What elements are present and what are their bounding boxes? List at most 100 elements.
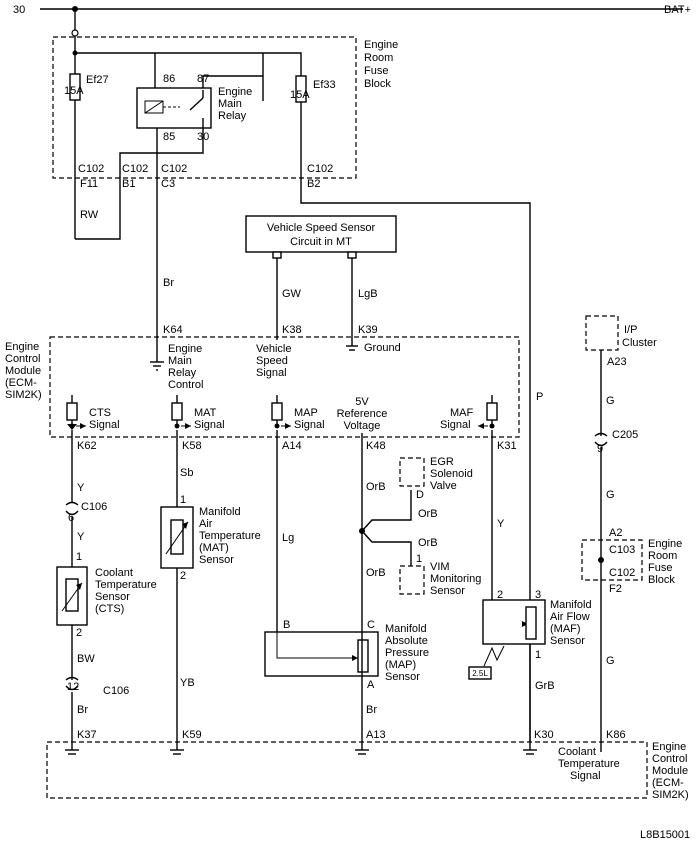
cts-pin-2: 2 [76, 627, 82, 639]
relay-control-label: Main [168, 355, 192, 367]
fuse-block2-c102: C102 [609, 567, 635, 579]
pin-k31: K31 [497, 440, 517, 452]
engine-main-relay: 86 87 85 30 Engine Main Relay [75, 73, 263, 356]
fuse-block-label: Block [364, 78, 391, 90]
c102-pin-c3: C3 [161, 178, 175, 190]
vss-signal-label: Signal [256, 367, 287, 379]
vss-signal-label: Vehicle [256, 343, 291, 355]
cts-signal-label: Signal [89, 419, 120, 431]
relay-label: Relay [218, 110, 247, 122]
c106-label: C106 [103, 685, 129, 697]
ecm-bottom-label: Engine [652, 741, 686, 753]
pin-k37: K37 [77, 729, 97, 741]
ecm-bottom-label: Module [652, 765, 688, 777]
mat-pin-2: 2 [180, 570, 186, 582]
engine-room-fuse-block-top: Engine Room Fuse Block [52, 36, 398, 179]
reference-voltage-branch: OrB OrB OrB OrB D EGR Solenoid Valve 1 V… [359, 433, 481, 742]
ecm-top-module: Engine Control Module (ECM- SIM2K) K64 K… [5, 324, 520, 452]
relay-label: Engine [218, 86, 252, 98]
relay-control-label: Relay [168, 367, 197, 379]
cts-label: Temperature [95, 579, 157, 591]
c205-pin: 9 [597, 443, 603, 455]
vim-label: Sensor [430, 585, 465, 597]
fuse-block2-pin-f2: F2 [609, 583, 622, 595]
map-label: Sensor [385, 671, 420, 683]
vim-pin-1: 1 [416, 553, 422, 565]
cluster-label: Cluster [622, 337, 657, 349]
wire-sb-label: Sb [180, 467, 193, 479]
wire-br-label: Br [163, 277, 174, 289]
ecm-bottom-label: (ECM- [652, 777, 684, 789]
egr-label: Valve [430, 480, 457, 492]
wire-y-label: Y [77, 531, 85, 543]
maf-label: Manifold [550, 599, 592, 611]
wire-g-label: G [606, 395, 615, 407]
c102-label: C102 [307, 163, 333, 175]
pin-k39: K39 [358, 324, 378, 336]
map-label: Absolute [385, 635, 428, 647]
pin-k59: K59 [182, 729, 202, 741]
map-signal-label: MAP [294, 407, 318, 419]
cluster-pin-a23: A23 [607, 356, 627, 368]
mat-label: Sensor [199, 554, 234, 566]
fuse-block2-label: Room [648, 550, 677, 562]
mat-label: Air [199, 518, 213, 530]
fuse-block2-label: Fuse [648, 562, 672, 574]
wire-g-label: G [606, 655, 615, 667]
supply-30-label: 30 [13, 4, 25, 16]
mat-label: Temperature [199, 530, 261, 542]
fuse-ef33-name: Ef33 [313, 79, 336, 91]
cts-pin-1: 1 [76, 551, 82, 563]
figure-code: L8B15001 [640, 829, 690, 841]
maf-signal-label: Signal [440, 419, 471, 431]
ecm-bottom-module: K37 K59 A13 K30 K86 Coolant Temperature … [46, 729, 689, 801]
pin-k38: K38 [282, 324, 302, 336]
vss-signal-label: Speed [256, 355, 288, 367]
ecm-label: Control [5, 353, 40, 365]
pin-a13: A13 [366, 729, 386, 741]
wire-orb-label: OrB [366, 481, 386, 493]
ecm-bottom-label: Control [652, 753, 687, 765]
reference-voltage-label: 5V [355, 396, 369, 408]
bat-plus-label: BAT+ [664, 4, 691, 16]
map-pin-b: B [283, 619, 290, 631]
ground-label: Ground [364, 342, 401, 354]
map-branch: Lg B C A Manifold Absolute Pressure (MAP… [264, 430, 429, 691]
coolant-temp-signal-label: Signal [570, 770, 601, 782]
maf-label: Air Flow [550, 611, 590, 623]
wire-lgb-label: LgB [358, 288, 378, 300]
fuse-block-label: Room [364, 52, 393, 64]
map-label: Manifold [385, 623, 427, 635]
relay-control-label: Engine [168, 343, 202, 355]
ecm-label: Module [5, 365, 41, 377]
connector-c102: C102 F11 C102 B1 C102 C3 C102 B2 RW Br P [78, 163, 543, 403]
relay-pin-label: 85 [163, 131, 175, 143]
mat-signal-label: MAT [194, 407, 217, 419]
cts-label: Sensor [95, 591, 130, 603]
c102-label: C102 [78, 163, 104, 175]
wire-bw-label: BW [77, 653, 95, 665]
ecm-bottom-label: SIM2K) [652, 789, 689, 801]
wire-y-label: Y [77, 482, 85, 494]
maf-label: Sensor [550, 635, 585, 647]
c102-pin-b2: B2 [307, 178, 320, 190]
fuse-block-label: Engine [364, 39, 398, 51]
pin-k30: K30 [534, 729, 554, 741]
maf-branch: Y 2 3 1 Manifold Air Flow (MAF) Sensor 2… [468, 430, 592, 742]
reference-voltage-label: Reference [337, 408, 388, 420]
fuse-ef27: Ef27 15A [64, 73, 109, 239]
cluster-label: I/P [624, 324, 637, 336]
wire-p-label: P [536, 391, 543, 403]
ecm-label: (ECM- [5, 377, 37, 389]
fuse-block-label: Fuse [364, 65, 388, 77]
fuse-block2-pin-a2: A2 [609, 527, 622, 539]
bat-plus-supply: 30 BAT+ [13, 4, 691, 101]
map-label: Pressure [385, 647, 429, 659]
mat-label: Manifold [199, 506, 241, 518]
relay-label: Main [218, 98, 242, 110]
wire-orb-label: OrB [418, 537, 438, 549]
pin-k86: K86 [606, 729, 626, 741]
mat-pin-1: 1 [180, 494, 186, 506]
wire-yb-label: YB [180, 677, 195, 689]
